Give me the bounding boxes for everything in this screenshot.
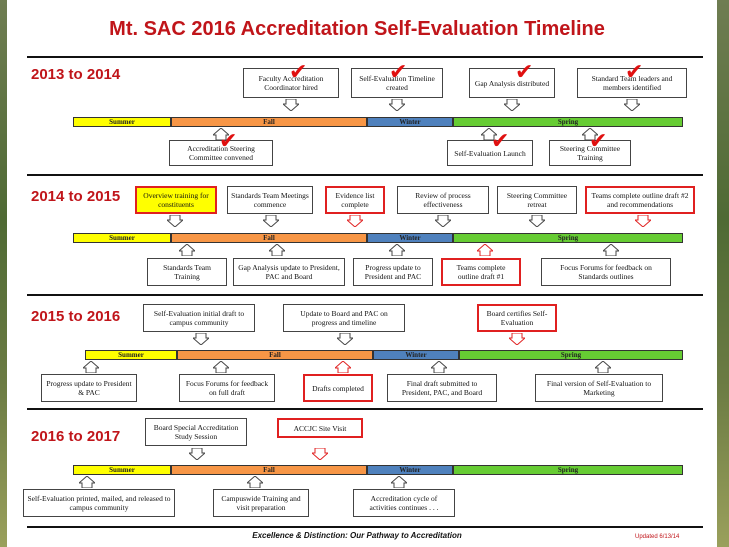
- season-winter: Winter: [367, 465, 453, 475]
- milestone-box: ACCJC Site Visit: [277, 418, 363, 438]
- page-title: Mt. SAC 2016 Accreditation Self-Evaluati…: [109, 18, 605, 40]
- updated-note: Updated 6/13/14: [635, 534, 680, 540]
- season-spring: Spring: [453, 465, 683, 475]
- season-spring: Spring: [453, 117, 683, 127]
- milestone-box: Self-Evaluation Timeline created: [351, 68, 443, 98]
- milestone-box: Progress update to President & PAC: [41, 374, 137, 402]
- milestone-box: Review of process effectiveness: [397, 186, 489, 214]
- season-fall: Fall: [171, 117, 367, 127]
- season-summer: Summer: [73, 233, 171, 243]
- down-arrow-icon: [435, 215, 451, 227]
- season-winter: Winter: [367, 233, 453, 243]
- milestone-box: Accreditation Steering Committee convene…: [169, 140, 273, 166]
- up-arrow-icon: [335, 361, 351, 373]
- milestone-box: Focus Forums for feedback on Standards o…: [541, 258, 671, 286]
- checkmark-icon: ✔: [219, 129, 238, 154]
- footer-tagline: Excellence & Distinction: Our Pathway to…: [252, 531, 462, 540]
- slide: Mt. SAC 2016 Accreditation Self-Evaluati…: [7, 0, 717, 547]
- up-arrow-icon: [595, 361, 611, 373]
- up-arrow-icon: [389, 244, 405, 256]
- down-arrow-icon: [347, 215, 363, 227]
- milestone-box: Steering Committee retreat: [497, 186, 577, 214]
- down-arrow-icon: [189, 448, 205, 460]
- milestone-box: Standards Team Meetings commence: [227, 186, 313, 214]
- checkmark-icon: ✔: [491, 129, 510, 154]
- checkmark-icon: ✔: [515, 60, 534, 85]
- up-arrow-icon: [477, 244, 493, 256]
- milestone-box: Self-Evaluation Launch: [447, 140, 533, 166]
- milestone-box: Standards Team Training: [147, 258, 227, 286]
- year-label: 2016 to 2017: [31, 428, 121, 445]
- up-arrow-icon: [83, 361, 99, 373]
- milestone-box: Teams complete outline draft #2 and reco…: [585, 186, 695, 214]
- milestone-box: Final draft submitted to President, PAC,…: [387, 374, 497, 402]
- milestone-box: Faculty Accreditation Coordinator hired: [243, 68, 339, 98]
- season-spring: Spring: [453, 233, 683, 243]
- down-arrow-icon: [635, 215, 651, 227]
- milestone-box: Overview training for constituents: [135, 186, 217, 214]
- down-arrow-icon: [167, 215, 183, 227]
- down-arrow-icon: [389, 99, 405, 111]
- down-arrow-icon: [263, 215, 279, 227]
- year-label: 2014 to 2015: [31, 188, 121, 205]
- season-fall: Fall: [171, 465, 367, 475]
- down-arrow-icon: [193, 333, 209, 345]
- up-arrow-icon: [269, 244, 285, 256]
- down-arrow-icon: [624, 99, 640, 111]
- milestone-box: Board Special Accreditation Study Sessio…: [145, 418, 247, 446]
- divider: [27, 408, 703, 410]
- year-label: 2013 to 2014: [31, 66, 121, 83]
- milestone-box: Self-Evaluation initial draft to campus …: [143, 304, 255, 332]
- milestone-box: Gap Analysis distributed: [469, 68, 555, 98]
- milestone-box: Update to Board and PAC on progress and …: [283, 304, 405, 332]
- up-arrow-icon: [481, 128, 497, 140]
- season-summer: Summer: [73, 117, 171, 127]
- divider: [27, 294, 703, 296]
- down-arrow-icon: [529, 215, 545, 227]
- down-arrow-icon: [509, 333, 525, 345]
- milestone-box: Progress update to President and PAC: [353, 258, 433, 286]
- up-arrow-icon: [603, 244, 619, 256]
- divider: [27, 56, 703, 58]
- milestone-box: Self-Evaluation printed, mailed, and rel…: [23, 489, 175, 517]
- up-arrow-icon: [391, 476, 407, 488]
- down-arrow-icon: [504, 99, 520, 111]
- milestone-box: Steering Committee Training: [549, 140, 631, 166]
- up-arrow-icon: [247, 476, 263, 488]
- season-winter: Winter: [373, 350, 459, 360]
- season-fall: Fall: [177, 350, 373, 360]
- up-arrow-icon: [213, 361, 229, 373]
- down-arrow-icon: [283, 99, 299, 111]
- season-fall: Fall: [171, 233, 367, 243]
- milestone-box: Focus Forums for feedback on full draft: [179, 374, 275, 402]
- up-arrow-icon: [179, 244, 195, 256]
- milestone-box: Gap Analysis update to President, PAC an…: [233, 258, 345, 286]
- divider: [27, 174, 703, 176]
- divider: [27, 526, 703, 528]
- season-summer: Summer: [73, 465, 171, 475]
- milestone-box: Final version of Self-Evaluation to Mark…: [535, 374, 663, 402]
- up-arrow-icon: [582, 128, 598, 140]
- checkmark-icon: ✔: [389, 60, 408, 85]
- year-label: 2015 to 2016: [31, 308, 121, 325]
- season-summer: Summer: [85, 350, 177, 360]
- milestone-box: Evidence list complete: [325, 186, 385, 214]
- milestone-box: Accreditation cycle of activities contin…: [353, 489, 455, 517]
- checkmark-icon: ✔: [289, 60, 308, 85]
- down-arrow-icon: [312, 448, 328, 460]
- milestone-box: Board certifies Self-Evaluation: [477, 304, 557, 332]
- season-winter: Winter: [367, 117, 453, 127]
- milestone-box: Standard Team leaders and members identi…: [577, 68, 687, 98]
- up-arrow-icon: [431, 361, 447, 373]
- down-arrow-icon: [337, 333, 353, 345]
- milestone-box: Drafts completed: [303, 374, 373, 402]
- up-arrow-icon: [79, 476, 95, 488]
- up-arrow-icon: [213, 128, 229, 140]
- milestone-box: Teams complete outline draft #1: [441, 258, 521, 286]
- milestone-box: Campuswide Training and visit preparatio…: [213, 489, 309, 517]
- checkmark-icon: ✔: [625, 60, 644, 85]
- checkmark-icon: ✔: [589, 129, 608, 154]
- season-spring: Spring: [459, 350, 683, 360]
